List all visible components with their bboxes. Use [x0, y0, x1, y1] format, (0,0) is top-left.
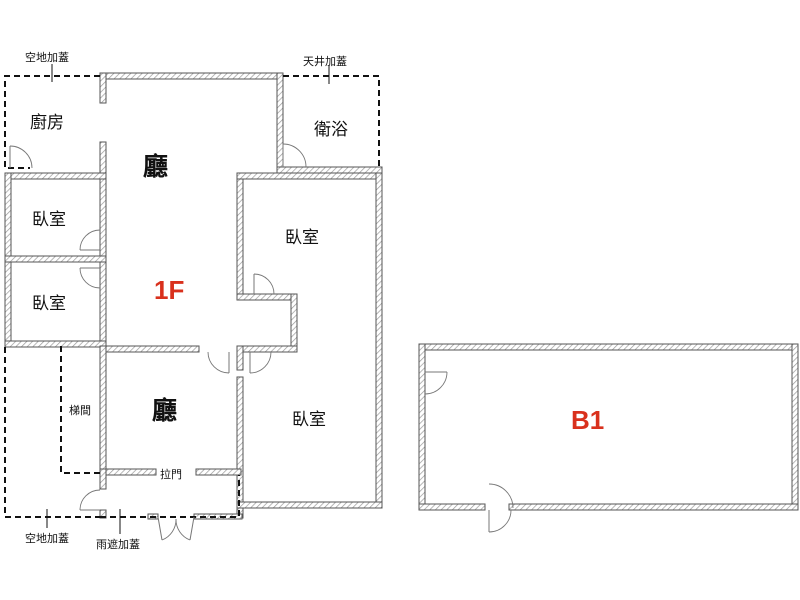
wall — [99, 72, 284, 80]
basement-doors — [424, 371, 514, 533]
kitchen-addition-outline — [4, 75, 100, 169]
stairwell-outline — [60, 346, 100, 474]
wall — [236, 345, 244, 371]
sliding-door-label: 拉門 — [160, 467, 182, 481]
door-bedroom-center — [253, 273, 275, 295]
wall — [99, 345, 200, 353]
skylight-addition-label: 天井加蓋 — [303, 54, 347, 68]
stairwell-label: 梯間 — [69, 404, 91, 417]
bedroom-center-label: 臥室 — [285, 228, 319, 248]
wall — [236, 376, 244, 519]
doors — [9, 143, 307, 541]
wall — [99, 468, 107, 490]
canopy-addition-outline — [100, 475, 240, 518]
door-basement-entrance — [488, 483, 514, 533]
open-space-addition-top-label: 空地加蓋 — [25, 50, 69, 64]
basement-walls — [418, 343, 799, 511]
skylight-addition-outline — [283, 75, 380, 170]
door-basement-inner — [424, 371, 448, 395]
bedroom-left-bottom-label: 臥室 — [32, 294, 66, 314]
wall — [508, 503, 799, 511]
hall-upper-label: 廳 — [143, 152, 168, 181]
door-stairwell — [79, 489, 101, 511]
canopy-addition-label: 雨遮加蓋 — [96, 537, 140, 551]
wall — [236, 293, 298, 301]
wall — [99, 345, 107, 474]
labels: 空地加蓋 天井加蓋 廚房 衛浴 廳 臥室 臥室 臥室 1F 梯間 廳 臥室 拉門… — [25, 50, 604, 551]
wall — [99, 72, 107, 104]
door-hall-lower — [207, 351, 230, 374]
door-kitchen — [9, 145, 33, 169]
wall — [99, 468, 157, 476]
door-bedroom-lower-right — [249, 351, 272, 374]
wall — [236, 172, 244, 301]
wall — [4, 340, 107, 348]
wall — [418, 343, 426, 511]
open-space-bottom-outline — [4, 347, 100, 518]
wall — [4, 172, 107, 180]
hall-lower-label: 廳 — [152, 396, 177, 425]
door-bedroom-left-top — [79, 229, 101, 251]
wall — [418, 343, 799, 351]
wall — [791, 343, 799, 511]
wall — [418, 503, 486, 511]
kitchen-label: 廚房 — [30, 112, 64, 133]
wall — [236, 172, 383, 180]
door-bedroom-left-bottom — [79, 267, 101, 289]
wall — [195, 468, 242, 476]
bathroom-label: 衛浴 — [314, 120, 348, 140]
wall — [236, 345, 298, 353]
wall — [4, 255, 107, 263]
wall — [276, 72, 284, 174]
floor-label-b1: B1 — [571, 405, 604, 435]
wall — [276, 166, 383, 174]
wall — [290, 293, 298, 353]
open-space-addition-bottom-label: 空地加蓋 — [25, 531, 69, 545]
door-bathroom — [282, 143, 307, 168]
floor-label-1f: 1F — [154, 275, 184, 305]
dashed-additions — [4, 75, 380, 518]
first-floor-walls — [4, 72, 383, 520]
bedroom-left-top-label: 臥室 — [32, 210, 66, 230]
wall — [236, 501, 383, 509]
wall — [375, 172, 383, 509]
bedroom-lower-right-label: 臥室 — [292, 410, 326, 430]
door-entrance — [157, 516, 195, 541]
